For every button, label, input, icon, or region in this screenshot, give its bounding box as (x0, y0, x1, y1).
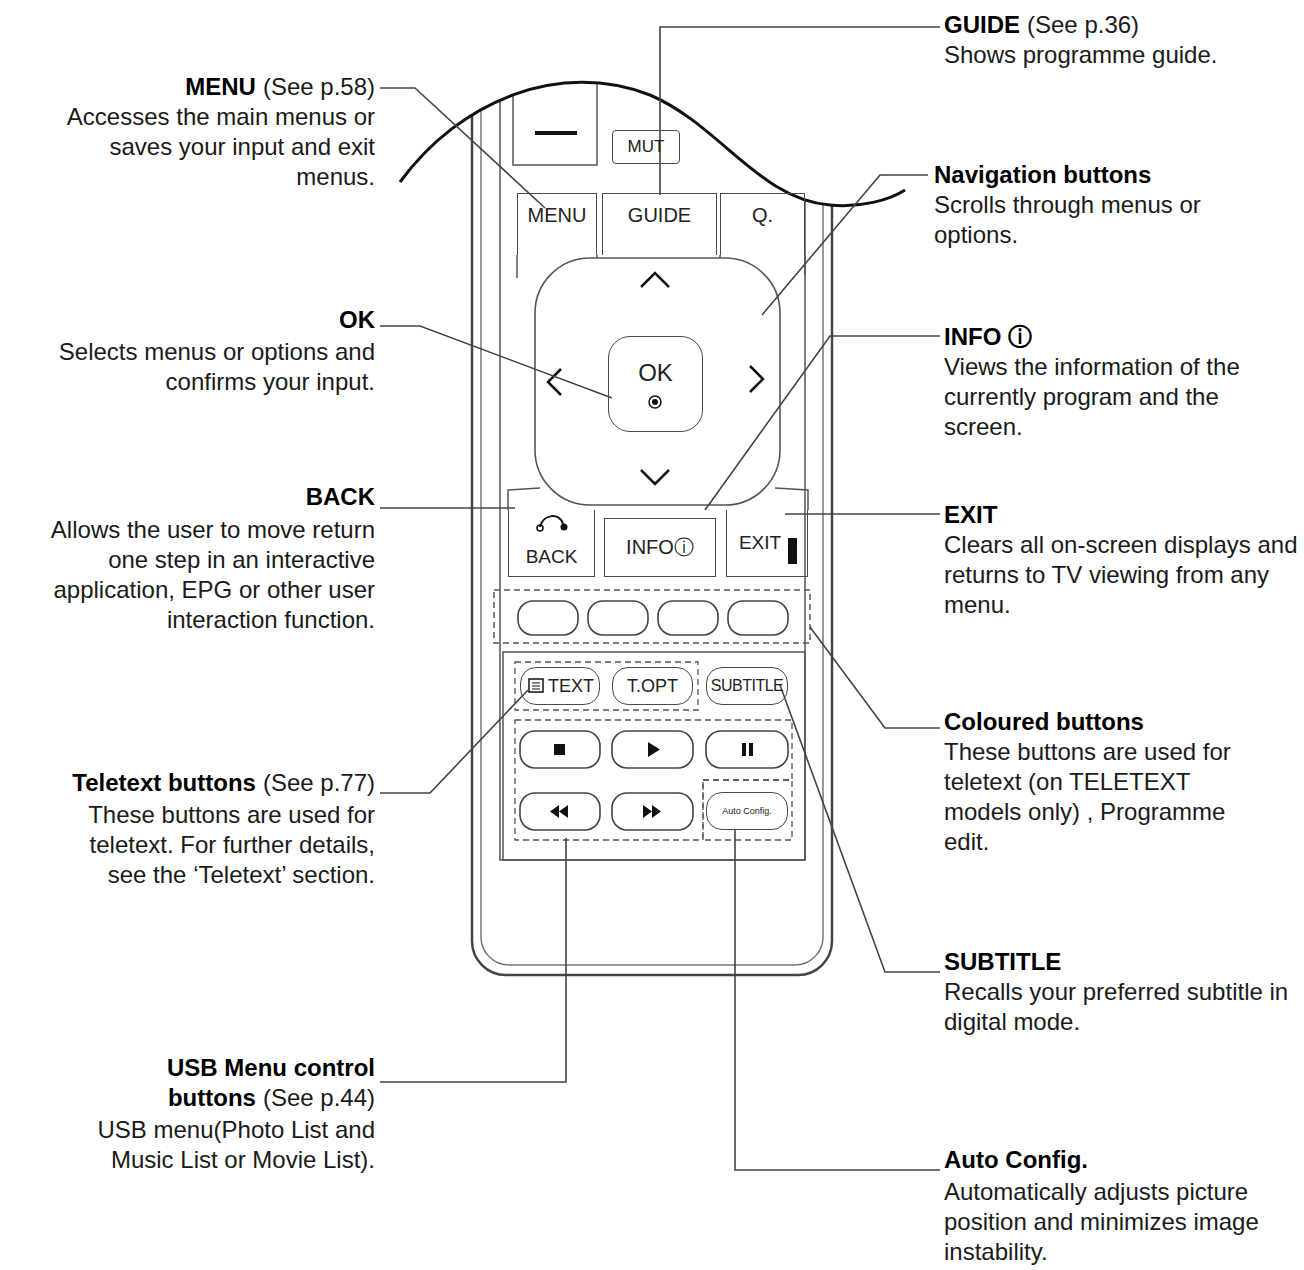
back-button: BACK (508, 510, 595, 577)
auto-config-button: Auto Config. (706, 792, 788, 830)
button-label: OK (638, 359, 673, 387)
callout-body: These buttons are used for teletext (on … (944, 738, 1231, 855)
button-label: EXIT (739, 532, 781, 554)
callout-body: Scrolls through menus or options. (934, 191, 1201, 248)
menu-button: MENU (517, 193, 597, 255)
callout-heading: OK (15, 305, 375, 335)
page-reference: (See p.36) (1027, 11, 1139, 38)
button-label: SUBTITLE (711, 677, 783, 695)
callout-heading: MENU (See p.58) (35, 72, 375, 102)
callout-heading: BACK (5, 482, 375, 512)
callout-heading: GUIDE (See p.36) (944, 10, 1284, 40)
callout-body: Shows programme guide. (944, 41, 1217, 68)
topt-button: T.OPT (612, 667, 693, 705)
callout-text: These buttons are used for teletext (on … (944, 737, 1264, 857)
callout-body: Clears all on-screen displays and return… (944, 531, 1298, 618)
callout-text: Clears all on-screen displays and return… (944, 530, 1299, 620)
button-label: MENU (528, 204, 587, 227)
callout-body: Accesses the main menus or saves your in… (67, 103, 375, 190)
button-label: T.OPT (627, 676, 678, 697)
callout-title: INFO ⓘ (944, 323, 1032, 350)
button-label: BACK (526, 546, 578, 568)
ok-button: OK (608, 336, 703, 432)
callout-title: GUIDE (944, 11, 1020, 38)
callout-heading: INFO ⓘ (944, 322, 1284, 352)
callout-title: SUBTITLE (944, 948, 1061, 975)
callout-title: Auto Config. (944, 1146, 1088, 1173)
button-label: Q. (752, 204, 773, 227)
subtitle-button: SUBTITLE (706, 667, 788, 705)
callout-text: Allows the user to move return one step … (5, 515, 375, 635)
callout-body: Automatically adjusts picture position a… (944, 1178, 1259, 1265)
callout-text: USB menu(Photo List and Music List or Mo… (55, 1115, 375, 1175)
callout-title: Teletext buttons (72, 769, 256, 796)
callout-heading: EXIT (944, 500, 1299, 530)
callout-body: Selects menus or options and confirms yo… (59, 338, 375, 395)
guide-button: GUIDE (602, 193, 717, 255)
callout-text: Recalls your preferred subtitle in digit… (944, 977, 1300, 1037)
text-button: TEXT (520, 667, 600, 705)
callout-title: Coloured buttons (944, 708, 1144, 735)
callout-body: Views the information of the currently p… (944, 353, 1240, 440)
mute-button: MUT (612, 130, 680, 164)
callout-title: EXIT (944, 501, 997, 528)
quick-button: Q. (720, 193, 805, 255)
exit-button: EXIT (726, 510, 808, 577)
page-reference: (See p.58) (263, 73, 375, 100)
callout-body: Allows the user to move return one step … (51, 516, 375, 633)
callout-body: Recalls your preferred subtitle in digit… (944, 978, 1288, 1035)
callout-heading: USB Menu control buttons(See p.44) (125, 1053, 375, 1113)
page-reference: (See p.77) (263, 769, 375, 796)
callout-heading: Navigation buttons (934, 160, 1264, 190)
button-label: GUIDE (628, 204, 691, 227)
callout-text: Shows programme guide. (944, 40, 1274, 70)
button-label: MUT (628, 137, 665, 157)
callout-text: Accesses the main menus or saves your in… (35, 102, 375, 192)
callout-heading: SUBTITLE (944, 947, 1300, 977)
callout-body: USB menu(Photo List and Music List or Mo… (98, 1116, 376, 1173)
callout-text: Automatically adjusts picture position a… (944, 1177, 1274, 1267)
callout-title: MENU (185, 73, 256, 100)
page-reference: (See p.44) (263, 1084, 375, 1111)
callout-body: These buttons are used for teletext. For… (88, 801, 375, 888)
button-label: INFOⓘ (626, 534, 694, 561)
callout-heading: Teletext buttons (See p.77) (45, 768, 375, 798)
callout-heading: Auto Config. (944, 1145, 1284, 1175)
callout-title: OK (339, 306, 375, 333)
callout-heading: Coloured buttons (944, 707, 1284, 737)
info-button: INFOⓘ (604, 518, 716, 577)
callout-title: Navigation buttons (934, 161, 1151, 188)
callout-title: BACK (306, 483, 375, 510)
callout-text: Selects menus or options and confirms yo… (10, 337, 375, 397)
callout-text: Views the information of the currently p… (944, 352, 1284, 442)
callout-text: These buttons are used for teletext. For… (45, 800, 375, 890)
button-label: Auto Config. (722, 806, 772, 816)
callout-text: Scrolls through menus or options. (934, 190, 1244, 250)
button-label: TEXT (548, 676, 594, 697)
